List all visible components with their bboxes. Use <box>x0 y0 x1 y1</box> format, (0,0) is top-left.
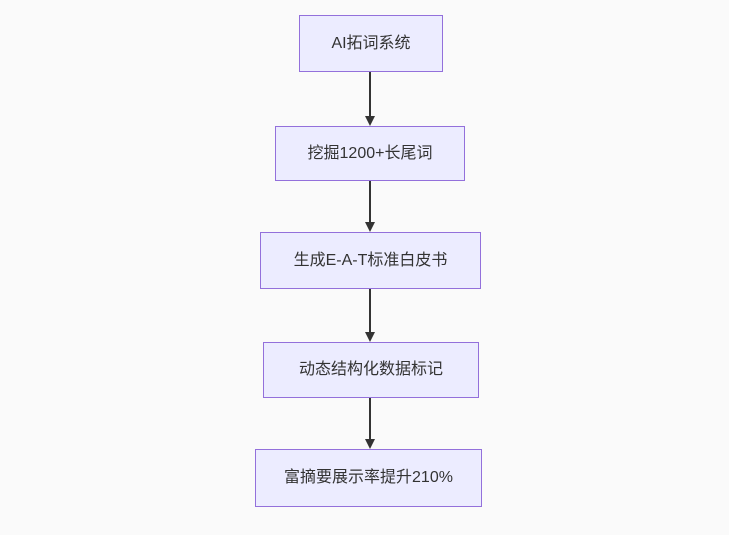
flow-arrow-1 <box>365 72 375 126</box>
flowchart-node-5: 富摘要展示率提升210% <box>255 449 482 507</box>
arrowhead-down-icon <box>365 116 375 126</box>
flowchart-node-label: 富摘要展示率提升210% <box>284 469 453 487</box>
arrowhead-down-icon <box>365 222 375 232</box>
flowchart-node-3: 生成E-A-T标准白皮书 <box>260 232 481 289</box>
arrowhead-down-icon <box>365 439 375 449</box>
flow-arrow-2 <box>365 181 375 232</box>
flowchart-node-label: 生成E-A-T标准白皮书 <box>293 251 448 269</box>
flowchart-node-label: 动态结构化数据标记 <box>298 361 443 379</box>
flowchart-node-2: 挖掘1200+长尾词 <box>275 126 465 181</box>
flowchart-node-label: AI拓词系统 <box>331 34 411 52</box>
flowchart-node-label: 挖掘1200+长尾词 <box>307 144 433 162</box>
flow-arrow-3 <box>365 289 375 342</box>
flowchart-node-4: 动态结构化数据标记 <box>263 342 479 398</box>
arrowhead-down-icon <box>365 332 375 342</box>
flowchart-node-1: AI拓词系统 <box>299 15 443 72</box>
flow-arrow-4 <box>365 398 375 449</box>
